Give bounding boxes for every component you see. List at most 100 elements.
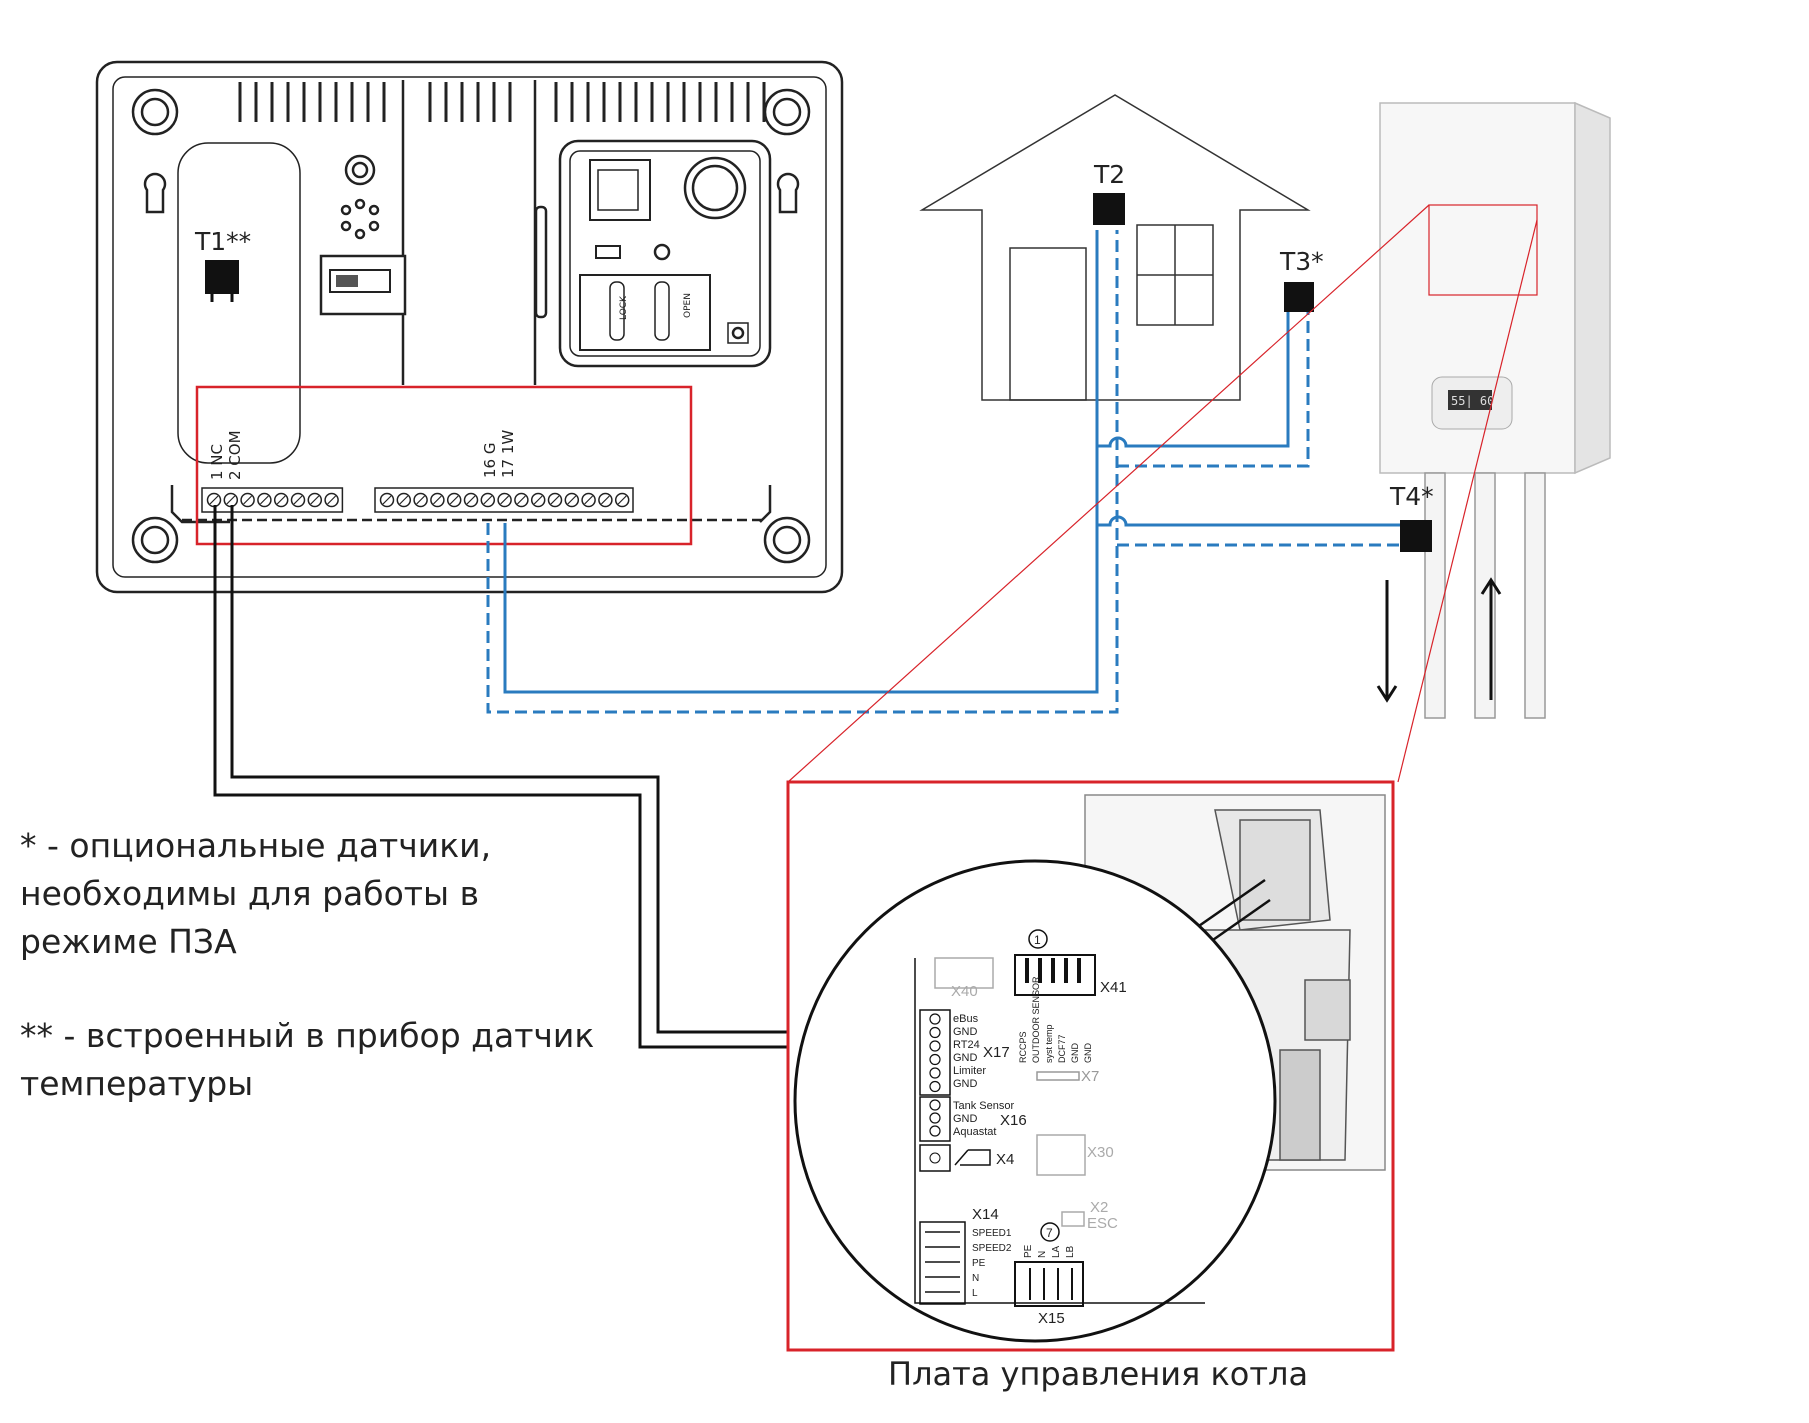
callout-1: 1 <box>1034 933 1041 947</box>
terminal-right-screw-slot <box>584 495 594 505</box>
x41-pin-label: GND <box>1083 1043 1093 1064</box>
x14-pin-label: L <box>972 1288 978 1299</box>
terminal-left-screw-slot <box>259 495 269 505</box>
x17-pin-label: GND <box>953 1026 978 1038</box>
terminal-left-screw-slot <box>310 495 320 505</box>
terminal-right-screw-slot <box>500 495 510 505</box>
x17-terminal <box>929 1053 941 1066</box>
connector-x7: X7 <box>1081 1068 1099 1085</box>
terminal-left-screw-slot <box>243 495 253 505</box>
x41-pin-label: OUTDOOR SENSOR <box>1031 976 1041 1063</box>
x17-terminal <box>929 1067 941 1079</box>
x15-pin-label: LB <box>1065 1245 1076 1258</box>
connector-x41: X41 <box>1100 979 1127 996</box>
terminal-right-screw-slot <box>617 495 627 505</box>
legend-builtin-line1: ** - встроенный в прибор датчик <box>20 1016 595 1055</box>
x14-pin-label: PE <box>972 1258 986 1269</box>
x16-terminal <box>929 1099 941 1111</box>
sensor-t3-label: T3* <box>1279 247 1324 276</box>
terminal-label-g: 16 G <box>481 443 499 478</box>
sensor-t1: T1** <box>194 227 251 302</box>
terminal-right-screw-slot <box>550 495 560 505</box>
x16-pin-label: Aquastat <box>953 1126 996 1138</box>
terminal-right-screw-slot <box>399 495 409 505</box>
connector-x14: X14 <box>972 1206 999 1223</box>
terminal-right-screw-slot <box>382 495 392 505</box>
x16-terminal <box>929 1112 941 1124</box>
legend-optional-line1: * - опциональные датчики, <box>20 826 492 865</box>
x17-pin-label: GND <box>953 1078 978 1090</box>
connector-x16: X16 <box>1000 1112 1027 1129</box>
terminal-block <box>201 487 634 513</box>
sensor-wires <box>486 230 1400 714</box>
x17-pin-label: eBus <box>953 1013 979 1025</box>
x15-pin-label: PE <box>1023 1244 1034 1258</box>
sim-lock-label: LOCK <box>619 295 629 320</box>
x17-terminal <box>929 1013 941 1025</box>
legend-optional-line2: необходимы для работы в <box>20 874 480 913</box>
callout-7: 7 <box>1046 1226 1053 1240</box>
board-caption: Плата управления котла <box>888 1355 1309 1393</box>
zoom-lines <box>787 204 1538 783</box>
terminal-left-screw-slot <box>327 495 337 505</box>
terminal-right-screw-slot <box>600 495 610 505</box>
sensor-t3: T3* <box>1279 247 1324 312</box>
x41-pin-label: DCF77 <box>1057 1034 1067 1063</box>
connector-x4: X4 <box>996 1151 1014 1168</box>
x16-terminal <box>929 1125 941 1137</box>
x14-pin-label: SPEED1 <box>972 1228 1012 1239</box>
terminal-right-screw-slot <box>567 495 577 505</box>
connector-x40: X40 <box>951 983 978 1000</box>
x17-pin-label: RT24 <box>953 1039 980 1051</box>
x16-pin-label: Tank Sensor <box>953 1100 1014 1112</box>
terminal-right-screw-slot <box>416 495 426 505</box>
connector-esc: ESC <box>1087 1215 1118 1232</box>
terminal-label-com: 2 COM <box>226 430 244 480</box>
x14-pin-label: N <box>972 1273 979 1284</box>
terminal-left-screw-slot <box>276 495 286 505</box>
house <box>919 94 1311 401</box>
sensor-t2-label: T2 <box>1093 160 1125 189</box>
x17-terminal <box>929 1026 941 1039</box>
terminal-right-screw-slot <box>533 495 543 505</box>
terminal-right-screw-slot <box>466 495 476 505</box>
legend-builtin-sensor: ** - встроенный в прибор датчик температ… <box>20 1012 594 1108</box>
sensor-t4-label: T4* <box>1389 482 1434 511</box>
x17-terminal <box>929 1040 941 1052</box>
x41-pin-label: GND <box>1070 1043 1080 1064</box>
terminal-left-screw-slot <box>209 495 219 505</box>
sensor-t2: T2 <box>1093 160 1125 225</box>
boiler: 55| 60 <box>1376 101 1611 719</box>
connector-x17: X17 <box>983 1044 1010 1061</box>
x17-pin-label: GND <box>953 1052 978 1064</box>
legend-builtin-line2: температуры <box>20 1064 254 1103</box>
terminal-left-screw-slot <box>226 495 236 505</box>
sim-open-label: OPEN <box>683 293 693 318</box>
x17-terminal <box>929 1080 941 1093</box>
terminal-left-screw-slot <box>293 495 303 505</box>
x17-pin-label: Limiter <box>953 1065 986 1077</box>
relay-wires <box>213 505 930 1049</box>
x15-pin-label: N <box>1037 1251 1048 1258</box>
connector-x30: X30 <box>1087 1144 1114 1161</box>
connector-x2: X2 <box>1090 1199 1108 1216</box>
terminal-label-nc: 1 NC <box>208 444 226 480</box>
terminal-highlight-box <box>195 385 693 546</box>
x16-pin-label: GND <box>953 1113 978 1125</box>
boiler-display-readout: 55| 60 <box>1451 394 1494 408</box>
sensor-t1-label: T1** <box>194 227 251 256</box>
x41-pin-label: RCCPS <box>1018 1031 1028 1063</box>
x15-pin-label: LA <box>1051 1245 1062 1258</box>
legend-optional-sensors: * - опциональные датчики, необходимы для… <box>20 822 491 966</box>
terminal-right-screw-slot <box>516 495 526 505</box>
terminal-labels: 1 NC 2 COM 16 G 17 1W LOCK OPEN <box>208 293 693 480</box>
x14-pin-label: SPEED2 <box>972 1243 1012 1254</box>
x41-pin-label: syst temp <box>1044 1024 1054 1063</box>
connector-x15: X15 <box>1038 1310 1065 1327</box>
legend-optional-line3: режиме ПЗА <box>20 922 237 961</box>
controller-device <box>95 60 844 594</box>
terminal-label-w: 17 1W <box>499 430 517 478</box>
terminal-right-screw-slot <box>449 495 459 505</box>
